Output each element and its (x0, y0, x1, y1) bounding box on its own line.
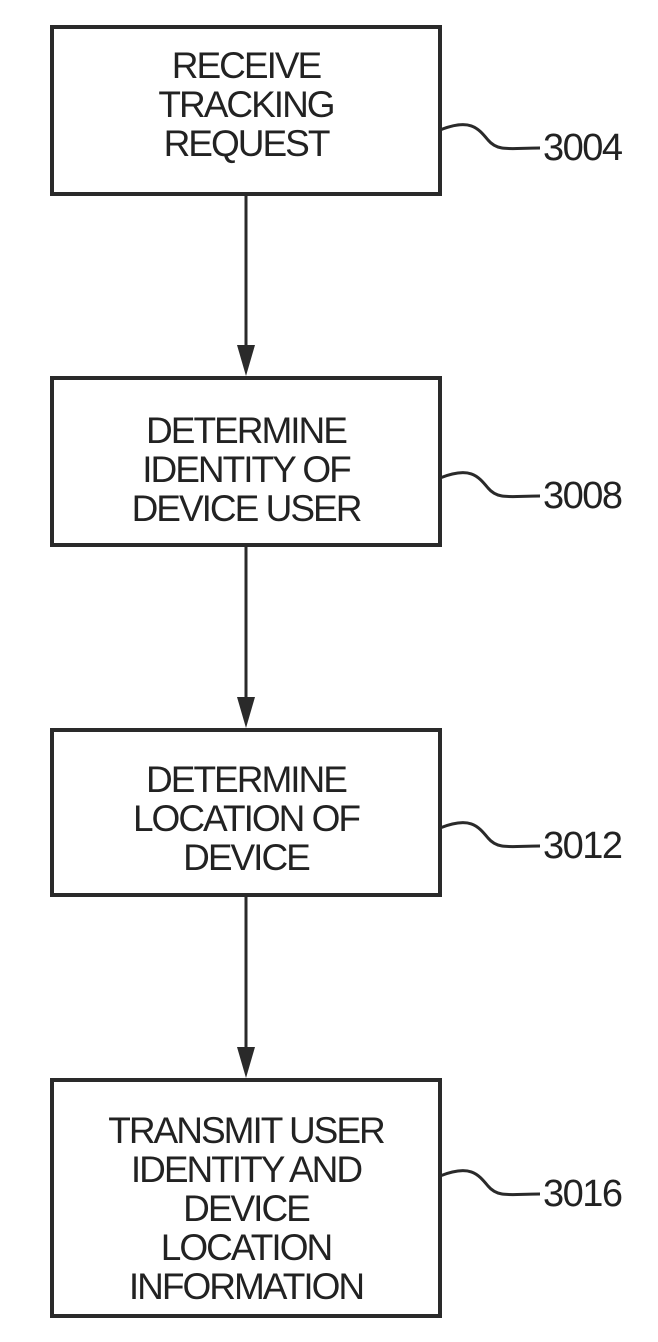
step-text-line: DETERMINE (146, 410, 347, 451)
step-text-line: DEVICE (183, 837, 310, 878)
reference-number: 3012 (543, 825, 622, 867)
arrow-3 (237, 895, 255, 1078)
step-text-line: IDENTITY AND (131, 1149, 362, 1190)
step-text-line: TRANSMIT USER (108, 1110, 384, 1151)
reference-leader (439, 1169, 541, 1197)
arrow-head (237, 345, 255, 376)
arrow-head (237, 1047, 255, 1078)
step-text-line: LOCATION (161, 1227, 331, 1268)
reference-leader (439, 123, 541, 151)
reference-number: 3016 (543, 1173, 622, 1215)
step-box (50, 376, 442, 547)
step-text-line: IDENTITY OF (142, 449, 351, 490)
step-text-line: DETERMINE (146, 759, 347, 800)
arrow-2 (237, 545, 255, 728)
reference-number: 3008 (543, 475, 622, 517)
step-determine-identity: DETERMINE IDENTITY OF DEVICE USER 3008 (50, 376, 623, 547)
step-text-line: INFORMATION (129, 1266, 363, 1307)
step-text-line: TRACKING (158, 84, 333, 125)
arrow-head (237, 697, 255, 728)
step-receive-tracking-request: RECEIVE TRACKING REQUEST 3004 (50, 25, 624, 196)
arrow-1 (237, 194, 255, 376)
step-text-line: DEVICE USER (132, 488, 361, 529)
step-box (50, 1078, 442, 1318)
reference-number: 3004 (543, 127, 623, 169)
step-text-line: DEVICE (183, 1188, 310, 1229)
step-transmit-information: TRANSMIT USER IDENTITY AND DEVICE LOCATI… (50, 1078, 623, 1318)
step-text-line: LOCATION OF (133, 798, 360, 839)
step-text-line: REQUEST (164, 123, 330, 164)
step-text-line: RECEIVE (172, 45, 322, 86)
step-box (50, 728, 442, 897)
step-box (50, 25, 442, 196)
step-determine-location: DETERMINE LOCATION OF DEVICE 3012 (50, 728, 623, 897)
reference-leader (439, 471, 541, 499)
reference-leader (439, 821, 541, 849)
